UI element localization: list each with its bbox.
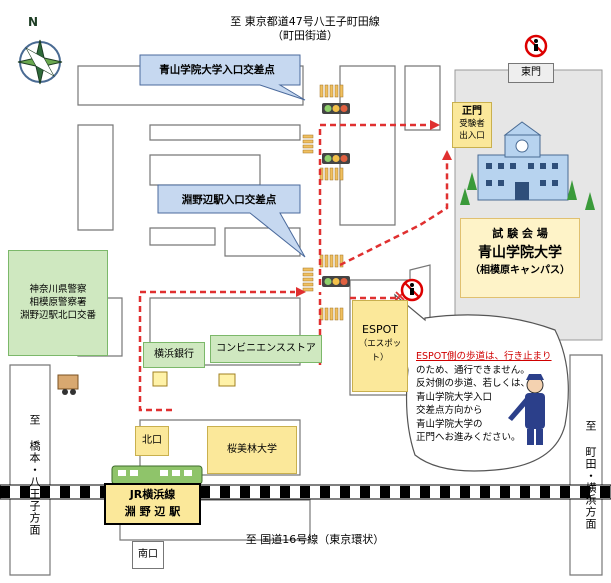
north-exit-label: 北口 [135,426,169,456]
railway-track [0,484,611,500]
callout-fuchinobe-shape [157,184,306,258]
no-entry-sign-icons [400,34,548,302]
compass-icon [17,39,63,85]
traffic-light-icons [322,103,350,287]
callout-aoyama-shape [139,54,306,101]
bank-label: 横浜銀行 [143,342,205,368]
campus-building-icon [477,121,569,201]
east-gate-label: 東門 [508,63,554,83]
espot-label: ESPOT （エスポット） [352,300,408,392]
aoyama-intersection-callout: 青山学院大学入口交差点 [159,64,275,76]
station-box [104,483,201,525]
right-direction-label: 至 町田・横浜方面 [584,420,597,530]
bottom-road-label: 至 国道16号線（東京環状） [245,533,385,546]
oberlin-university-label: 桜美林大学 [207,426,297,474]
crosswalk-markings [302,84,344,321]
store-icon [218,373,236,387]
fuchinobe-intersection-callout: 淵野辺駅入口交差点 [181,194,277,206]
bank-icon [152,371,168,387]
convenience-store-label: コンビニエンスストア [210,335,322,363]
station-label: JR横浜線 淵 野 辺 駅 [124,488,181,518]
note-bubble-shape [394,293,569,472]
sidewalk-note: ESPOT側の歩道は、行き止まり のため、通行できません。 反対側の歩道、若しく… [416,351,552,443]
exam-venue-label: 試 験 会 場 青山学院大学 （相模原キャンパス） [460,218,580,298]
compass-north-label: N [27,15,39,29]
top-road-label-line1: 至 東京都道47号八王子町田線 [230,15,380,28]
police-box-icon [57,374,79,395]
police-officer-icon [508,374,545,445]
train-icon [111,465,203,485]
left-direction-label: 至 橋本・八王子方面 [28,414,41,536]
walking-route [138,123,449,412]
route-arrows [296,120,452,297]
top-road-label-line2: （町田街道） [272,29,338,42]
police-station-label: 神奈川県警察 相模原警察署 淵野辺駅北口交番 [8,250,108,356]
south-exit-label: 南口 [132,541,164,569]
main-gate-label: 正門 受験者 出入口 [452,102,492,148]
tree-icons [460,172,595,210]
